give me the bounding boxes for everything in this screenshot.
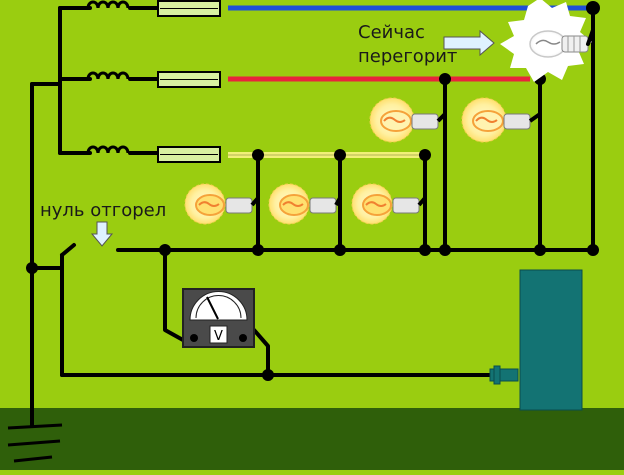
light-bulb-icon — [184, 155, 260, 225]
arrow-right-icon — [443, 29, 495, 57]
neutral-burned-label: нуль отгорел — [40, 200, 166, 221]
inductor-coil-icon — [86, 0, 130, 154]
distribution-panel — [519, 269, 583, 411]
voltmeter-icon: V — [182, 288, 255, 348]
ground-area — [0, 408, 624, 470]
fuse-icon — [157, 0, 221, 163]
warning-label-line2: перегорит — [358, 46, 457, 67]
light-bulb-icon — [461, 79, 542, 143]
light-bulb-icon — [369, 79, 447, 143]
wiring — [30, 6, 595, 427]
light-bulb-icon — [351, 155, 427, 225]
warning-label-line1: Сейчас — [358, 22, 425, 43]
ground-symbol-icon — [7, 423, 63, 463]
panel-bolt — [489, 365, 519, 385]
light-bulb-icon — [268, 155, 342, 225]
light-bulb-icon-overloaded — [500, 0, 592, 82]
arrow-down-icon — [90, 221, 114, 247]
meter-unit-label: V — [214, 329, 223, 344]
